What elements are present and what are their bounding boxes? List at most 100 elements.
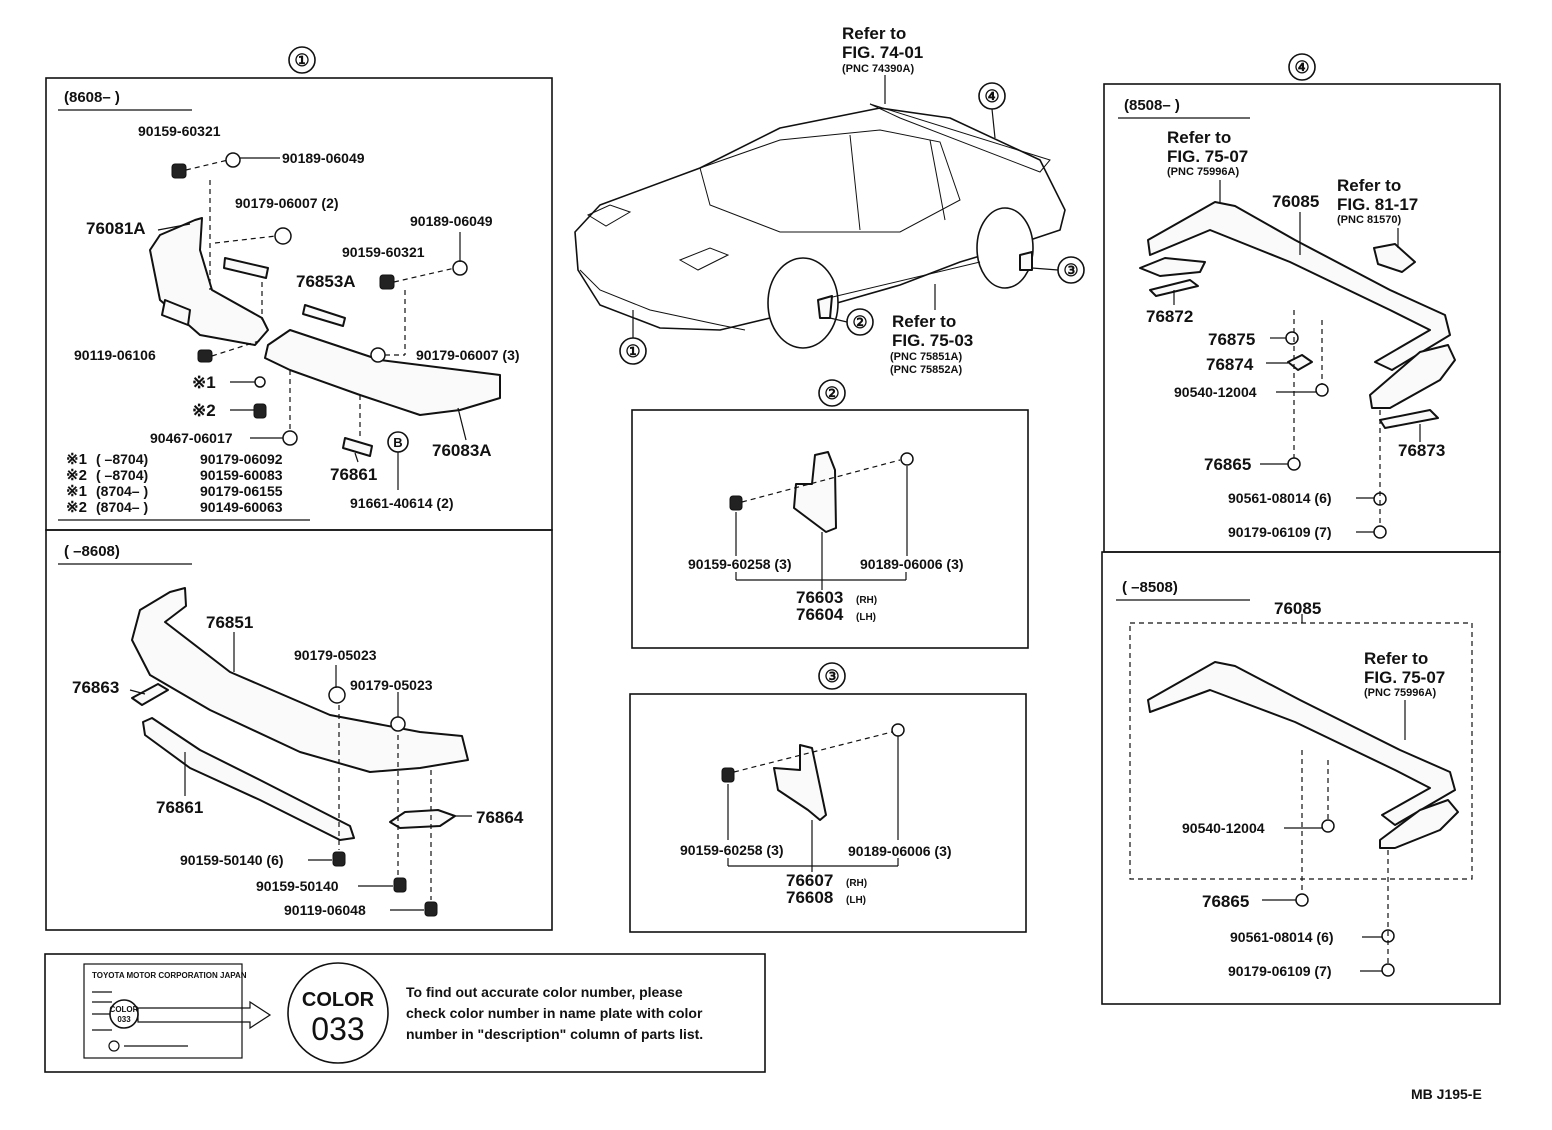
dashed-leader <box>733 731 893 773</box>
bolt-90159-50140 <box>393 877 407 893</box>
label-lh: (LH) <box>856 612 876 623</box>
washer-star1 <box>254 376 266 388</box>
label-76863: 76863 <box>72 678 119 697</box>
leader-line <box>157 223 191 231</box>
note-part: 90179-06155 <box>200 483 283 499</box>
clip-90179-05023-b <box>390 716 406 732</box>
spoiler-vent <box>161 299 191 326</box>
car-pillars <box>849 134 946 231</box>
bracket-76873 <box>1379 409 1439 429</box>
nut-76865-lower <box>1295 893 1309 907</box>
label-lh: (LH) <box>846 895 866 906</box>
bolt-90159-50140-6 <box>332 851 346 867</box>
label-90159-60321-b: 90159-60321 <box>342 244 425 260</box>
panel1-lower-frame <box>45 529 553 931</box>
bolt-90159-60321 <box>171 163 187 179</box>
label-90119-06106: 90119-06106 <box>74 347 156 363</box>
label-76865-lower: 76865 <box>1202 892 1249 911</box>
dashed-leader <box>393 267 456 283</box>
panel1-lower-range: ( –8608) <box>64 543 120 560</box>
label-bolt: 90159-60258 (3) <box>688 556 792 572</box>
bracket-76861 <box>342 437 373 457</box>
bolt-90159-60321-b <box>379 274 395 290</box>
panel4-fig-75-07: FIG. 75-07 <box>1167 147 1248 166</box>
panel-front-spoiler: ① (8608– ) B <box>45 46 553 931</box>
leader-line <box>1031 267 1059 271</box>
panel3-frame <box>629 693 1027 933</box>
note-mark: ※2 <box>66 499 87 516</box>
mudguard-76607 <box>773 744 827 821</box>
retainer-left <box>223 257 269 279</box>
label-90179-06007-3: 90179-06007 (3) <box>416 347 520 363</box>
label-90189-06049: 90189-06049 <box>282 150 365 166</box>
car-headlight-right <box>678 247 730 271</box>
car-rear-spoiler <box>869 103 1051 173</box>
car-front-wheel <box>767 257 839 349</box>
dashed-leader <box>214 235 277 244</box>
label-star1: ※1 <box>192 373 216 392</box>
note-range: ( –8704) <box>96 467 148 483</box>
plate-company: TOYOTA MOTOR CORPORATION JAPAN <box>92 971 247 980</box>
label-nut: 90189-06006 (3) <box>860 556 964 572</box>
panel4-upper-range: (8508– ) <box>1124 97 1180 114</box>
lower-pnc-75996a: (PNC 75996A) <box>1364 687 1436 699</box>
label-76604: 76604 <box>796 605 844 624</box>
lower-refer-to: Refer to <box>1364 649 1428 668</box>
label-90179-05023-b: 90179-05023 <box>350 677 433 693</box>
washer-76875 <box>1285 331 1299 345</box>
leader-line <box>991 108 996 139</box>
center-pnc-75852a: (PNC 75852A) <box>890 364 962 376</box>
panel1-upper-range: (8608– ) <box>64 89 120 106</box>
bolt-90159-60258 <box>729 495 743 511</box>
center-refer-to: Refer to <box>842 24 906 43</box>
bolt-90119-06048 <box>424 901 438 917</box>
panel4-pnc-81570: (PNC 81570) <box>1337 214 1402 226</box>
label-90540-12004: 90540-12004 <box>1174 384 1257 400</box>
note-line-1: To find out accurate color number, pleas… <box>406 984 683 1000</box>
car-headlight-left <box>586 204 632 227</box>
plate-color-word: COLOR <box>110 1005 139 1014</box>
label-90179-06007-2: 90179-06007 (2) <box>235 195 339 211</box>
label-76861-lower: 76861 <box>156 798 203 817</box>
label-90179-05023: 90179-05023 <box>294 647 377 663</box>
note-mark: ※1 <box>66 483 87 500</box>
plate-color-code: 033 <box>117 1015 131 1024</box>
label-90540-12004-lower: 90540-12004 <box>1182 820 1265 836</box>
clip-90179-06007 <box>274 227 292 245</box>
note-line-3: number in "description" column of parts … <box>406 1026 703 1042</box>
callout-circle-4b <box>1288 53 1316 81</box>
center-callout-1: ① <box>625 342 640 361</box>
label-76865: 76865 <box>1204 455 1251 474</box>
panel4-refer-to-b: Refer to <box>1337 176 1401 195</box>
label-76864: 76864 <box>476 808 524 827</box>
rear-spoiler-end-lower <box>1379 799 1459 849</box>
label-rh: (RH) <box>856 595 877 606</box>
bracket-76861-lower <box>142 717 355 841</box>
footnote-list: ※1 ( –8704) 90179-06092 ※2 ( –8704) 9015… <box>58 451 310 521</box>
bracket-76864 <box>389 809 456 829</box>
label-76851: 76851 <box>206 613 253 632</box>
mudguard-76603 <box>793 451 837 533</box>
note-range: (8704– ) <box>96 499 148 515</box>
label-76608: 76608 <box>786 888 833 907</box>
color-note-frame <box>44 953 766 1073</box>
clip-90179-06007-3 <box>370 347 386 363</box>
footer-code: MB J195-E <box>1411 1086 1482 1102</box>
bracket-fig-81-17 <box>1373 243 1416 273</box>
center-refer-to-2: Refer to <box>892 312 956 331</box>
bolt-90159-60258-b <box>721 767 735 783</box>
note-part: 90179-06092 <box>200 451 283 467</box>
color-note: TOYOTA MOTOR CORPORATION JAPAN COLOR 033… <box>44 953 766 1073</box>
panel4-fig-81-17: FIG. 81-17 <box>1337 195 1418 214</box>
label-76607: 76607 <box>786 871 833 890</box>
leader-line <box>129 689 146 695</box>
car-mudguard-front <box>817 295 833 319</box>
note-part: 90159-60083 <box>200 467 283 483</box>
nut-90540-12004-lower <box>1321 819 1335 833</box>
nut-90189-06049 <box>225 152 241 168</box>
bolt-90119-06106 <box>197 349 213 363</box>
center-callout-3: ③ <box>1063 261 1078 280</box>
dashed-leader <box>741 459 901 503</box>
panel-mudguard-front: ② 90159-60258 (3) 90189-06006 (3) 76603 … <box>631 379 1029 649</box>
leader-line <box>829 317 848 323</box>
